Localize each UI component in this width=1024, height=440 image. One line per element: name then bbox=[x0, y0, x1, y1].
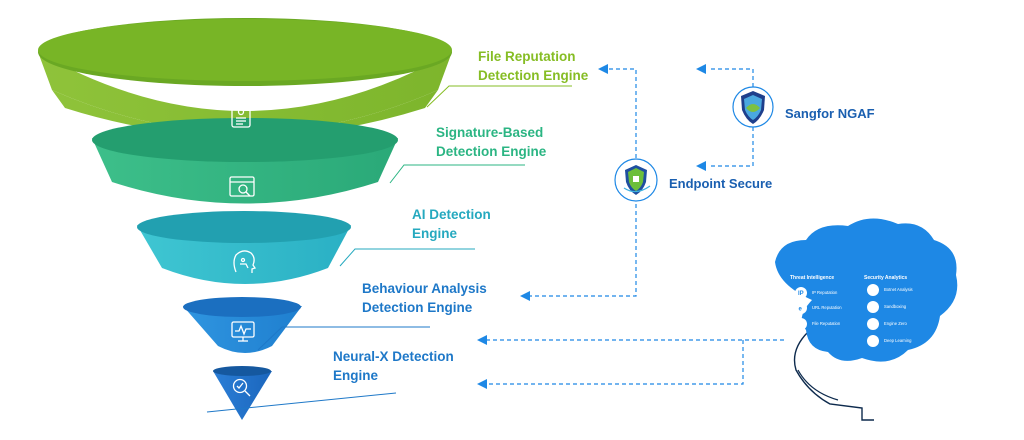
ai-head-icon bbox=[233, 250, 257, 273]
cloud-item: Sandboxing bbox=[884, 304, 907, 309]
monitor-activity-icon bbox=[231, 321, 255, 342]
label-file-reputation: File Reputation Detection Engine bbox=[478, 47, 588, 85]
funnel-layer-neural-x bbox=[213, 366, 272, 420]
ip-glyph: IP bbox=[798, 291, 804, 297]
threat-intelligence-title: Threat Intelligence bbox=[790, 275, 835, 281]
file-reputation-icon bbox=[795, 318, 807, 330]
cloud-item: Botnet Analysis bbox=[884, 287, 913, 292]
arrow-ngaf-top bbox=[696, 64, 706, 74]
ngaf-shield-icon bbox=[732, 86, 774, 128]
security-analytics-title: Security Analytics bbox=[864, 275, 908, 281]
sangfor-ngaf-label: Sangfor NGAF bbox=[785, 106, 875, 121]
url-reputation-icon bbox=[795, 302, 807, 314]
cloud-icons bbox=[795, 284, 879, 347]
label-line: Detection Engine bbox=[362, 300, 473, 315]
cloud-item: File Reputation bbox=[812, 321, 841, 326]
cloud-item: URL Reputation bbox=[812, 305, 842, 310]
endpoint-secure-label: Endpoint Secure bbox=[669, 176, 773, 191]
arrow-to-neural-x-2 bbox=[477, 379, 487, 389]
magnifier-icon bbox=[232, 378, 251, 397]
browser-search-icon bbox=[229, 176, 255, 197]
label-line: Signature-Based bbox=[436, 125, 544, 140]
cloud-item: Deep Learning bbox=[884, 338, 912, 343]
label-line: Detection Engine bbox=[478, 68, 589, 83]
label-line: Behaviour Analysis bbox=[362, 281, 487, 296]
label-neural-x: Neural-X Detection Engine bbox=[333, 347, 454, 385]
botnet-analysis-icon bbox=[867, 284, 879, 296]
cloud-item: Engine Zero bbox=[884, 321, 907, 326]
label-line: Detection Engine bbox=[436, 144, 547, 159]
label-line: File Reputation bbox=[478, 49, 576, 64]
cloud-head bbox=[775, 218, 958, 421]
arrow-to-endpoint bbox=[696, 161, 706, 171]
document-icon bbox=[231, 104, 251, 128]
label-line: Engine bbox=[333, 368, 379, 383]
label-signature-based: Signature-Based Detection Engine bbox=[436, 123, 546, 161]
arrow-to-neural-x-1 bbox=[477, 335, 487, 345]
svg-text:e: e bbox=[799, 307, 803, 313]
label-line: Engine bbox=[412, 226, 458, 241]
label-line: AI Detection bbox=[412, 207, 491, 222]
dashed-connectors bbox=[487, 68, 784, 385]
arrow-to-file-reputation bbox=[598, 64, 608, 74]
funnel-layer-signature-based bbox=[92, 118, 398, 204]
arrow-to-behaviour bbox=[520, 291, 530, 301]
cloud-item: IP Reputation bbox=[812, 290, 838, 295]
label-line: Neural-X Detection bbox=[333, 349, 454, 364]
leader-lines bbox=[206, 85, 572, 413]
deep-learning-icon bbox=[867, 335, 879, 347]
label-ai-detection: AI Detection Engine bbox=[412, 205, 491, 243]
funnel-layer-behaviour-analysis bbox=[183, 297, 302, 353]
funnel-layer-ai-detection bbox=[137, 211, 351, 284]
endpoint-shield-icon bbox=[614, 158, 658, 202]
arrowheads bbox=[477, 64, 706, 389]
engine-zero-icon bbox=[867, 318, 879, 330]
label-behaviour-analysis: Behaviour Analysis Detection Engine bbox=[362, 279, 487, 317]
ip-reputation-icon bbox=[795, 287, 807, 299]
sandboxing-icon bbox=[867, 301, 879, 313]
